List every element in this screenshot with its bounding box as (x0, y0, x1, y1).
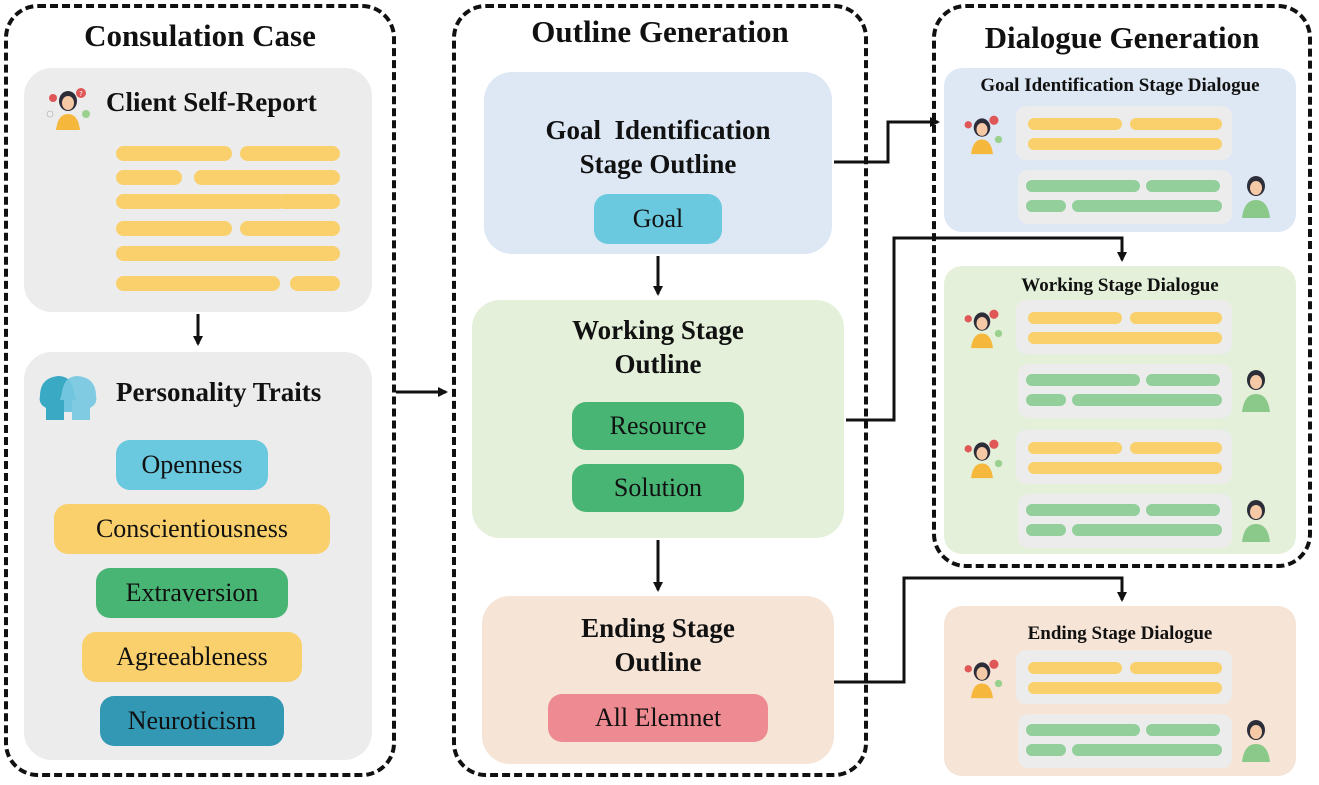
trait-openness: Openness (116, 440, 268, 490)
working-outline-title-line1: Working Stage (572, 315, 744, 345)
outline-generation-title: Outline Generation (531, 14, 789, 49)
working-dialogue-title: Working Stage Dialogue (1021, 275, 1219, 296)
client-avatar-icon (960, 304, 1004, 352)
client-message-bar (1130, 662, 1222, 674)
consultation-case-section: Consulation Case (4, 4, 396, 777)
client-self-report-card: ? Client Self-Report (24, 68, 372, 312)
counselor-message-bubble (1018, 714, 1232, 768)
goal-chip: Goal (594, 194, 722, 244)
counselor-message-bar (1146, 724, 1220, 736)
counselor-avatar-icon (1238, 716, 1274, 764)
counselor-message-bar (1146, 180, 1220, 192)
client-message-bar (1028, 312, 1122, 324)
all-element-chip: All Elemnet (548, 694, 768, 742)
counselor-message-bar (1072, 200, 1222, 212)
resource-chip: Resource (572, 402, 744, 450)
svg-text:?: ? (79, 90, 83, 98)
trait-agreeableness: Agreeableness (82, 632, 302, 682)
counselor-avatar-icon (1238, 172, 1274, 220)
counselor-message-bar (1146, 504, 1220, 516)
counselor-message-bubble (1018, 170, 1232, 224)
client-message-bar (1130, 118, 1222, 130)
client-message-bubble (1016, 106, 1232, 160)
report-text-bar (240, 146, 340, 161)
counselor-message-bubble (1018, 494, 1232, 548)
report-text-bar (240, 221, 340, 236)
goal-outline-title-line2: Stage Outline (579, 149, 737, 179)
working-outline-title-line2: Outline (614, 349, 702, 379)
ending-outline-card: Ending Stage Outline All Elemnet (482, 596, 834, 764)
client-message-bar (1028, 662, 1122, 674)
report-text-bar (116, 194, 286, 209)
report-text-bar (116, 221, 232, 236)
goal-outline-title-line1: Goal Identification (545, 115, 771, 145)
counselor-message-bar (1026, 504, 1140, 516)
client-avatar-icon (960, 434, 1004, 482)
report-text-bar (194, 170, 340, 185)
report-text-bar (116, 170, 182, 185)
dialogue-generation-title: Dialogue Generation (984, 20, 1260, 55)
client-message-bubble (1016, 650, 1232, 704)
client-message-bar (1028, 682, 1222, 694)
trait-conscientiousness: Conscientiousness (54, 504, 330, 554)
ending-dialogue-title: Ending Stage Dialogue (1027, 623, 1213, 644)
client-message-bar (1028, 332, 1222, 344)
counselor-message-bar (1026, 200, 1066, 212)
client-avatar-icon (960, 110, 1004, 158)
counselor-message-bar (1026, 524, 1066, 536)
client-message-bubble (1016, 430, 1232, 484)
report-text-bar (116, 276, 280, 291)
client-avatar-icon: ? (44, 84, 92, 132)
counselor-message-bar (1026, 744, 1066, 756)
client-message-bar (1028, 118, 1122, 130)
counselor-message-bar (1072, 744, 1222, 756)
personality-traits-card: Personality Traits Openness Conscientiou… (24, 352, 372, 760)
client-message-bar (1130, 312, 1222, 324)
ending-outline-title-line1: Ending Stage (581, 613, 735, 643)
goal-dialogue-title: Goal Identification Stage Dialogue (980, 75, 1260, 96)
counselor-message-bar (1146, 374, 1220, 386)
two-heads-icon (36, 368, 100, 428)
goal-outline-card: Goal Identification Stage Outline Goal (484, 72, 832, 254)
report-text-bar (116, 246, 340, 261)
trait-neuroticism: Neuroticism (100, 696, 284, 746)
counselor-message-bar (1026, 394, 1066, 406)
trait-extraversion: Extraversion (96, 568, 288, 618)
client-message-bubble (1016, 300, 1232, 354)
counselor-message-bar (1026, 180, 1140, 192)
client-message-bar (1028, 462, 1222, 474)
client-message-bar (1130, 442, 1222, 454)
client-message-bar (1028, 138, 1222, 150)
client-avatar-icon (960, 654, 1004, 702)
client-self-report-title: Client Self-Report (106, 87, 317, 117)
personality-traits-title: Personality Traits (116, 377, 322, 407)
counselor-message-bar (1072, 394, 1222, 406)
ending-outline-title-line2: Outline (614, 647, 702, 677)
counselor-message-bar (1072, 524, 1222, 536)
working-outline-card: Working Stage Outline Resource Solution (472, 300, 844, 538)
counselor-message-bubble (1018, 364, 1232, 418)
solution-chip: Solution (572, 464, 744, 512)
consultation-case-title: Consulation Case (84, 18, 316, 53)
client-message-bar (1028, 442, 1122, 454)
counselor-message-bar (1026, 724, 1140, 736)
counselor-message-bar (1026, 374, 1140, 386)
report-text-bar (116, 146, 232, 161)
counselor-avatar-icon (1238, 366, 1274, 414)
counselor-avatar-icon (1238, 496, 1274, 544)
report-text-bar (276, 194, 340, 209)
report-text-bar (290, 276, 340, 291)
